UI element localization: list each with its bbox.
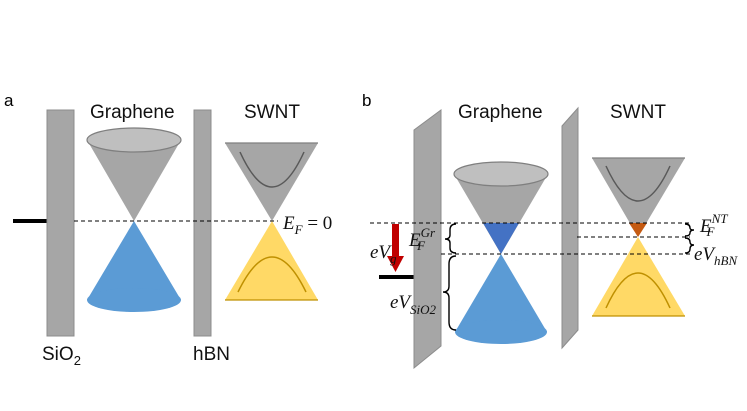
panel-a-swnt-valence-curve — [237, 256, 307, 293]
panel-b-efnt-brace — [684, 223, 695, 237]
panel-a-hbn-slab — [193, 109, 212, 337]
panel-b-sio2-slab — [413, 109, 442, 370]
panel-b-graphene-cone — [453, 161, 549, 344]
panel-b-graphene-fermi-sea — [483, 223, 519, 254]
panel-b-swnt-valence-band — [592, 237, 685, 316]
panel-a-hbn-label: hBN — [193, 344, 230, 365]
panel-a-swnt-bands — [225, 142, 318, 301]
panel-b-hbn-slab — [561, 106, 579, 350]
panel-a-graphene-bottom-ellipse — [87, 288, 181, 312]
panel-a-sio2-slab — [46, 109, 75, 337]
panel-b-letter: b — [362, 91, 371, 110]
panel-b-evhbn-brace — [684, 237, 695, 254]
panel-b-eVg-label: eVg — [370, 242, 397, 266]
panel-b-swnt-valence-curve — [605, 272, 671, 309]
panel-a-graphene-lower-cone — [87, 221, 181, 300]
panel-b-swnt-bands — [592, 157, 685, 317]
panel-a-swnt-label: SWNT — [244, 102, 300, 123]
panel-a-graphene-top-ellipse — [86, 127, 182, 153]
panel-a-swnt-conduction-curve — [239, 151, 305, 188]
panel-b-swnt-conduction-curve — [605, 165, 671, 202]
panel-b-evsio2-label: eVSiO2 — [390, 292, 437, 317]
panel-b-efgr-brace — [444, 223, 457, 254]
panel-a-graphene-label: Graphene — [90, 102, 175, 123]
panel-a-ef-label: EF = 0 — [282, 213, 332, 237]
panel-a-swnt-valence-band — [225, 221, 318, 300]
panel-a-sio2-label: SiO2 — [42, 344, 81, 368]
panel-a-graphene-cone — [86, 127, 182, 312]
panel-b-swnt-fermi-sea — [629, 223, 647, 237]
panel-b-evhbn-label: eVhBN — [694, 244, 738, 268]
panel-b-swnt-label: SWNT — [610, 102, 666, 123]
panel-b-graphene-label: Graphene — [458, 102, 543, 123]
panel-b-gate-voltage-arrow — [387, 224, 404, 272]
panel-b-graphene-bottom-ellipse — [455, 320, 547, 344]
panel-b-graphene-upper-cone — [454, 174, 548, 254]
panel-b-swnt-conduction-band — [592, 158, 685, 237]
panel-a-swnt-conduction-band — [225, 143, 318, 221]
panel-b-evsio2-brace — [442, 255, 457, 331]
panel-a-letter: a — [4, 91, 14, 110]
panel-a-graphene-upper-cone — [87, 140, 181, 221]
panel-b-graphene-top-ellipse — [453, 161, 549, 187]
panel-b-graphene-lower-cone — [455, 254, 547, 332]
